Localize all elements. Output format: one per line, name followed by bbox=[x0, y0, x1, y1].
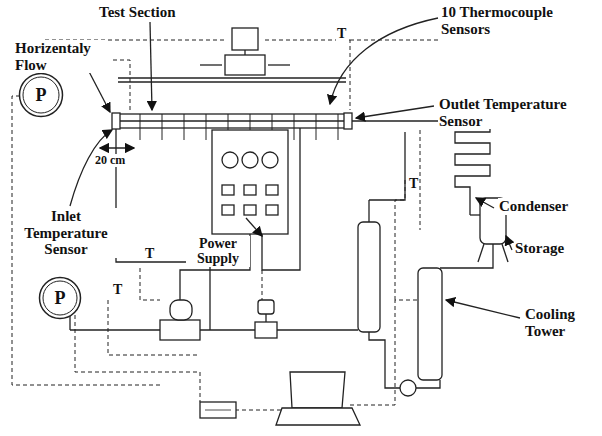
part-label: 10 Thermocouple Sensors bbox=[440, 4, 574, 37]
part-label: Test Section bbox=[98, 4, 177, 21]
part-label: Power Supply bbox=[186, 236, 250, 267]
part-label: 20 cm bbox=[94, 154, 126, 167]
part-label: Cooling Tower bbox=[524, 306, 596, 339]
gauge-letter: P bbox=[18, 85, 64, 106]
sensor-tag: T bbox=[144, 246, 155, 261]
part-label: Storage bbox=[514, 240, 565, 257]
part-label: Outlet Temperature Sensor bbox=[438, 96, 590, 129]
gauge-letter: P bbox=[38, 288, 82, 309]
sensor-tag: T bbox=[408, 176, 419, 191]
part-label: Horizentaly Flow bbox=[14, 40, 106, 73]
sensor-tag: T bbox=[112, 282, 123, 297]
pressure-gauge: P bbox=[38, 276, 82, 320]
part-label: Inlet Temperature Sensor bbox=[14, 208, 118, 258]
sensor-tag: T bbox=[336, 26, 347, 41]
pressure-gauge: P bbox=[18, 72, 64, 118]
part-label: Condenser bbox=[498, 198, 569, 215]
